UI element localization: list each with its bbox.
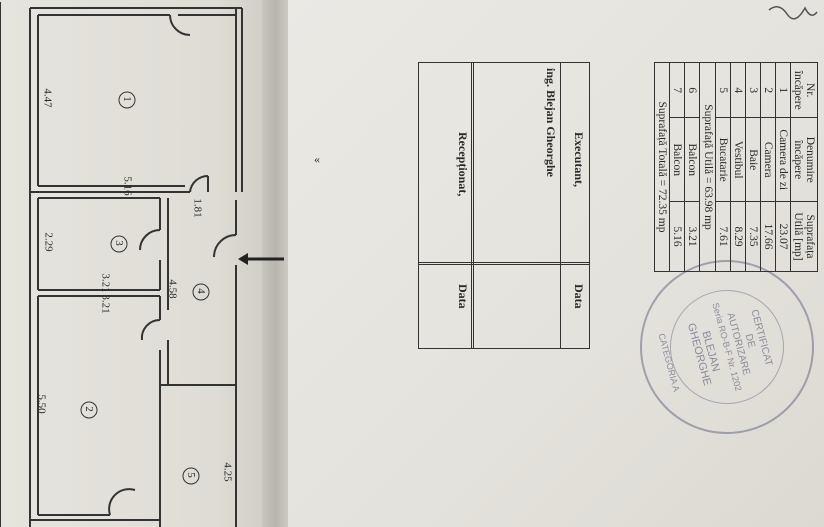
dim-room5-height: 4.25	[221, 462, 234, 482]
room-number-1: 1	[120, 96, 133, 102]
ink-mark: «	[314, 152, 320, 166]
room-number-2: 2	[82, 406, 95, 412]
executant-label: Executant,	[572, 132, 586, 187]
executant-divider	[418, 262, 590, 265]
dim-room2-width: 3.21	[99, 294, 112, 314]
dim-door-width: 1.81	[191, 198, 204, 218]
entrance-arrow	[238, 253, 284, 265]
receptionat-date: Data	[456, 284, 470, 309]
executant-name: ing. Blejan Gheorghe	[544, 68, 558, 178]
dim-room3-height: 2.29	[42, 232, 55, 252]
page-fold	[262, 0, 292, 527]
room-number-3: 3	[112, 240, 125, 246]
receptionat-label: Recepționat,	[456, 132, 470, 197]
dim-room1-height: 4.47	[41, 88, 54, 108]
floor-plan	[0, 2, 243, 527]
receptionat-divider	[471, 62, 474, 349]
dim-room2-height: 5.50	[35, 394, 48, 414]
dim-room1-width: 5.16	[121, 176, 134, 196]
dim-room3-width: 3.21	[99, 273, 112, 293]
room-number-5: 5	[184, 472, 197, 478]
dim-vestibul-length: 4.58	[166, 279, 179, 299]
floor-plan-page	[0, 0, 270, 527]
room-number-4: 4	[194, 288, 207, 294]
executant-date: Data	[572, 284, 586, 309]
table-page	[288, 0, 824, 527]
signature-block: Executant, Data ing. Blejan Gheorghe Rec…	[412, 62, 818, 442]
corner-signature	[768, 6, 818, 20]
